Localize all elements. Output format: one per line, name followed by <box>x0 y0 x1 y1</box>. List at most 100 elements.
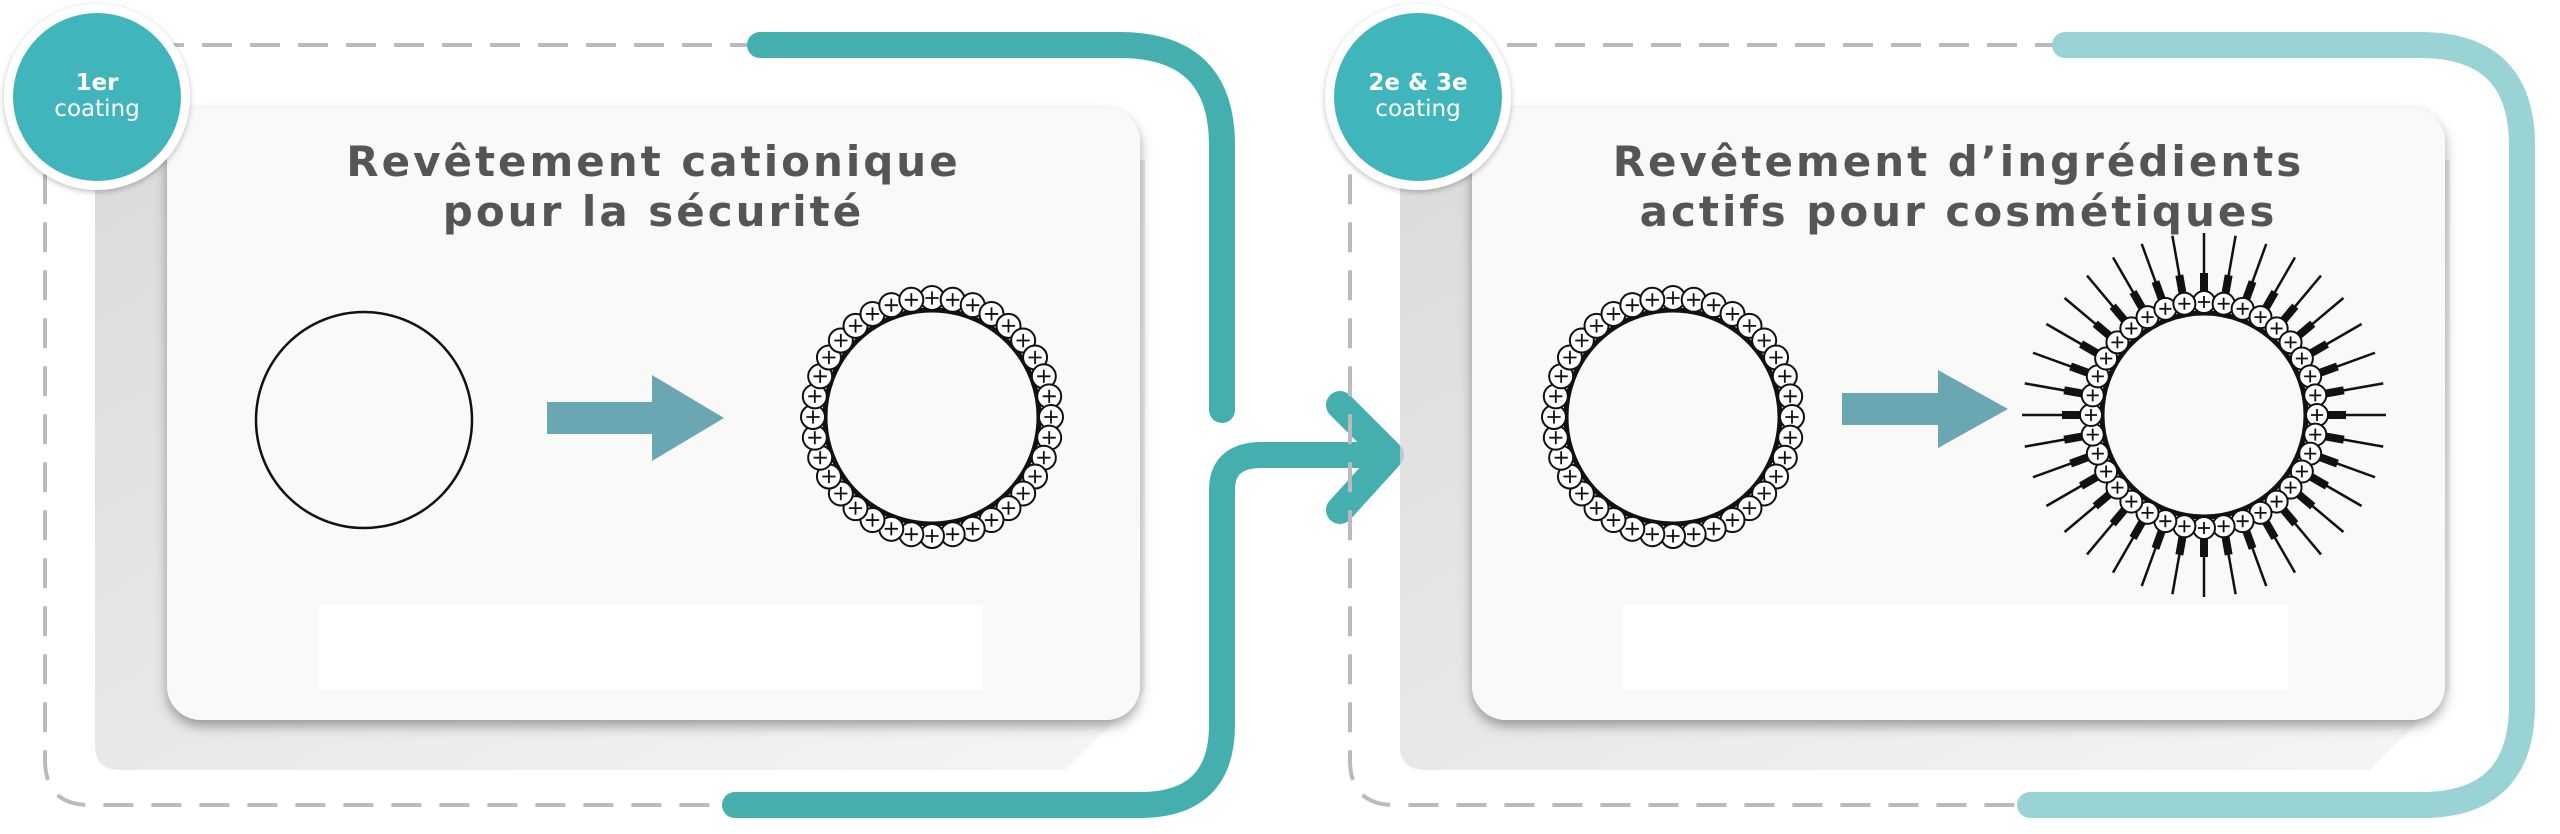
active-ingredient-head <box>2063 432 2083 444</box>
active-ingredient-head <box>2079 473 2099 490</box>
plus-sign-icon <box>2270 495 2283 508</box>
step-1-title-line1: Revêtement cationique <box>346 137 961 186</box>
active-ingredient-head <box>2242 530 2257 550</box>
step-1-label-area <box>318 605 983 690</box>
plus-sign-icon <box>1575 333 1589 348</box>
plus-sign-icon <box>2236 515 2249 528</box>
plain-particle-icon <box>254 310 474 530</box>
plus-sign-icon <box>966 522 980 536</box>
plus-sign-icon <box>1783 431 1797 445</box>
plus-sign-icon <box>1769 469 1783 484</box>
plus-sign-icon <box>813 369 827 383</box>
plus-sign-icon <box>808 389 822 403</box>
plus-sign-icon <box>2254 311 2267 324</box>
plus-sign-icon <box>1769 350 1783 365</box>
plus-sign-icon <box>1547 410 1561 424</box>
plus-sign-icon <box>2304 447 2317 460</box>
active-ingredient-head <box>2309 340 2329 357</box>
plus-sign-icon <box>1625 522 1639 536</box>
step-2-teal-bracket <box>2017 32 2535 818</box>
plus-sign-icon <box>1037 451 1051 465</box>
step-1-teal-bracket-top <box>747 32 1235 423</box>
active-ingredient-head <box>2296 491 2316 510</box>
plus-sign-icon <box>1028 469 1042 484</box>
active-ingredient-head <box>2221 274 2233 294</box>
plus-sign-icon <box>2309 389 2322 402</box>
plus-sign-icon <box>2197 295 2211 309</box>
plus-sign-icon <box>1778 369 1792 383</box>
plus-sign-icon <box>1687 527 1701 541</box>
step-2-badge-label: 2e & 3e coating <box>1358 70 1478 122</box>
plus-sign-icon <box>1042 431 1056 445</box>
plus-sign-icon <box>2159 515 2172 528</box>
plus-sign-icon <box>2270 322 2283 335</box>
plus-sign-icon <box>2254 506 2267 519</box>
plus-sign-icon <box>2217 520 2230 533</box>
step-1-badge-line1: 1er <box>75 70 119 96</box>
plus-sign-icon <box>2178 520 2191 533</box>
active-ingredient-head <box>2296 320 2316 339</box>
plus-sign-icon <box>904 293 918 307</box>
plus-sign-icon <box>1589 501 1604 515</box>
plus-sign-icon <box>848 319 863 333</box>
plus-sign-icon <box>2091 447 2104 460</box>
plus-sign-icon <box>1549 431 1563 445</box>
plus-sign-icon <box>865 307 880 321</box>
plus-sign-icon <box>2217 297 2230 310</box>
plus-sign-icon <box>925 291 939 305</box>
plus-sign-icon <box>1666 529 1680 543</box>
plus-sign-icon <box>2125 322 2138 335</box>
plus-sign-icon <box>1001 501 1016 515</box>
plus-sign-icon <box>966 298 980 312</box>
plus-sign-icon <box>2084 408 2098 422</box>
plus-sign-icon <box>1549 389 1563 403</box>
plus-sign-icon <box>1785 410 1799 424</box>
step-2-dashed-frame <box>1348 43 2065 807</box>
plus-sign-icon <box>984 307 999 321</box>
plus-sign-icon <box>834 333 848 348</box>
plus-sign-icon <box>1757 486 1771 501</box>
plus-sign-icon <box>1707 522 1721 536</box>
plus-sign-icon <box>1554 451 1568 465</box>
plus-sign-icon <box>1575 486 1589 501</box>
active-ingredient-head <box>2325 432 2345 444</box>
step-2-badge <box>1325 4 1511 190</box>
active-ingredient-head <box>2262 520 2279 540</box>
active-ingredient-head <box>2151 530 2166 550</box>
plus-sign-icon <box>1707 298 1721 312</box>
active-ingredient-head <box>2063 386 2083 398</box>
active-ingredient-head <box>2079 340 2099 357</box>
plus-sign-icon <box>806 410 820 424</box>
plus-sign-icon <box>1037 369 1051 383</box>
active-ingredient-head <box>2069 362 2089 377</box>
plus-sign-icon <box>946 527 960 541</box>
plus-sign-icon <box>1725 307 1740 321</box>
plus-sign-icon <box>2295 352 2308 365</box>
step-1-badge <box>4 4 190 190</box>
plus-sign-icon <box>834 486 848 501</box>
step-1-title: Revêtement cationique pour la sécurité <box>167 137 1140 237</box>
active-ingredient-head <box>2319 453 2339 468</box>
plus-sign-icon <box>848 501 863 515</box>
plus-sign-icon <box>2310 408 2324 422</box>
step-2-panel <box>1325 4 2535 818</box>
plus-sign-icon <box>2111 481 2124 494</box>
plus-sign-icon <box>1042 389 1056 403</box>
plus-sign-icon <box>1606 513 1621 527</box>
step-1-panel <box>4 4 1404 818</box>
transition-arrow-icon <box>1326 391 1404 524</box>
plus-sign-icon <box>1044 410 1058 424</box>
plus-sign-icon <box>1742 501 1757 515</box>
step-2-process-arrow-icon <box>1842 370 2008 448</box>
plus-sign-icon <box>2086 428 2099 441</box>
active-ingredient-head <box>2309 473 2329 490</box>
plus-sign-icon <box>2284 336 2297 349</box>
plus-sign-icon <box>1016 333 1030 348</box>
plus-sign-icon <box>1563 469 1577 484</box>
plus-sign-icon <box>1783 389 1797 403</box>
plus-sign-icon <box>2295 465 2308 478</box>
plus-sign-icon <box>2100 465 2113 478</box>
step-2-title-line1: Revêtement d’ingrédients <box>1612 137 2305 186</box>
plus-sign-icon <box>822 469 836 484</box>
